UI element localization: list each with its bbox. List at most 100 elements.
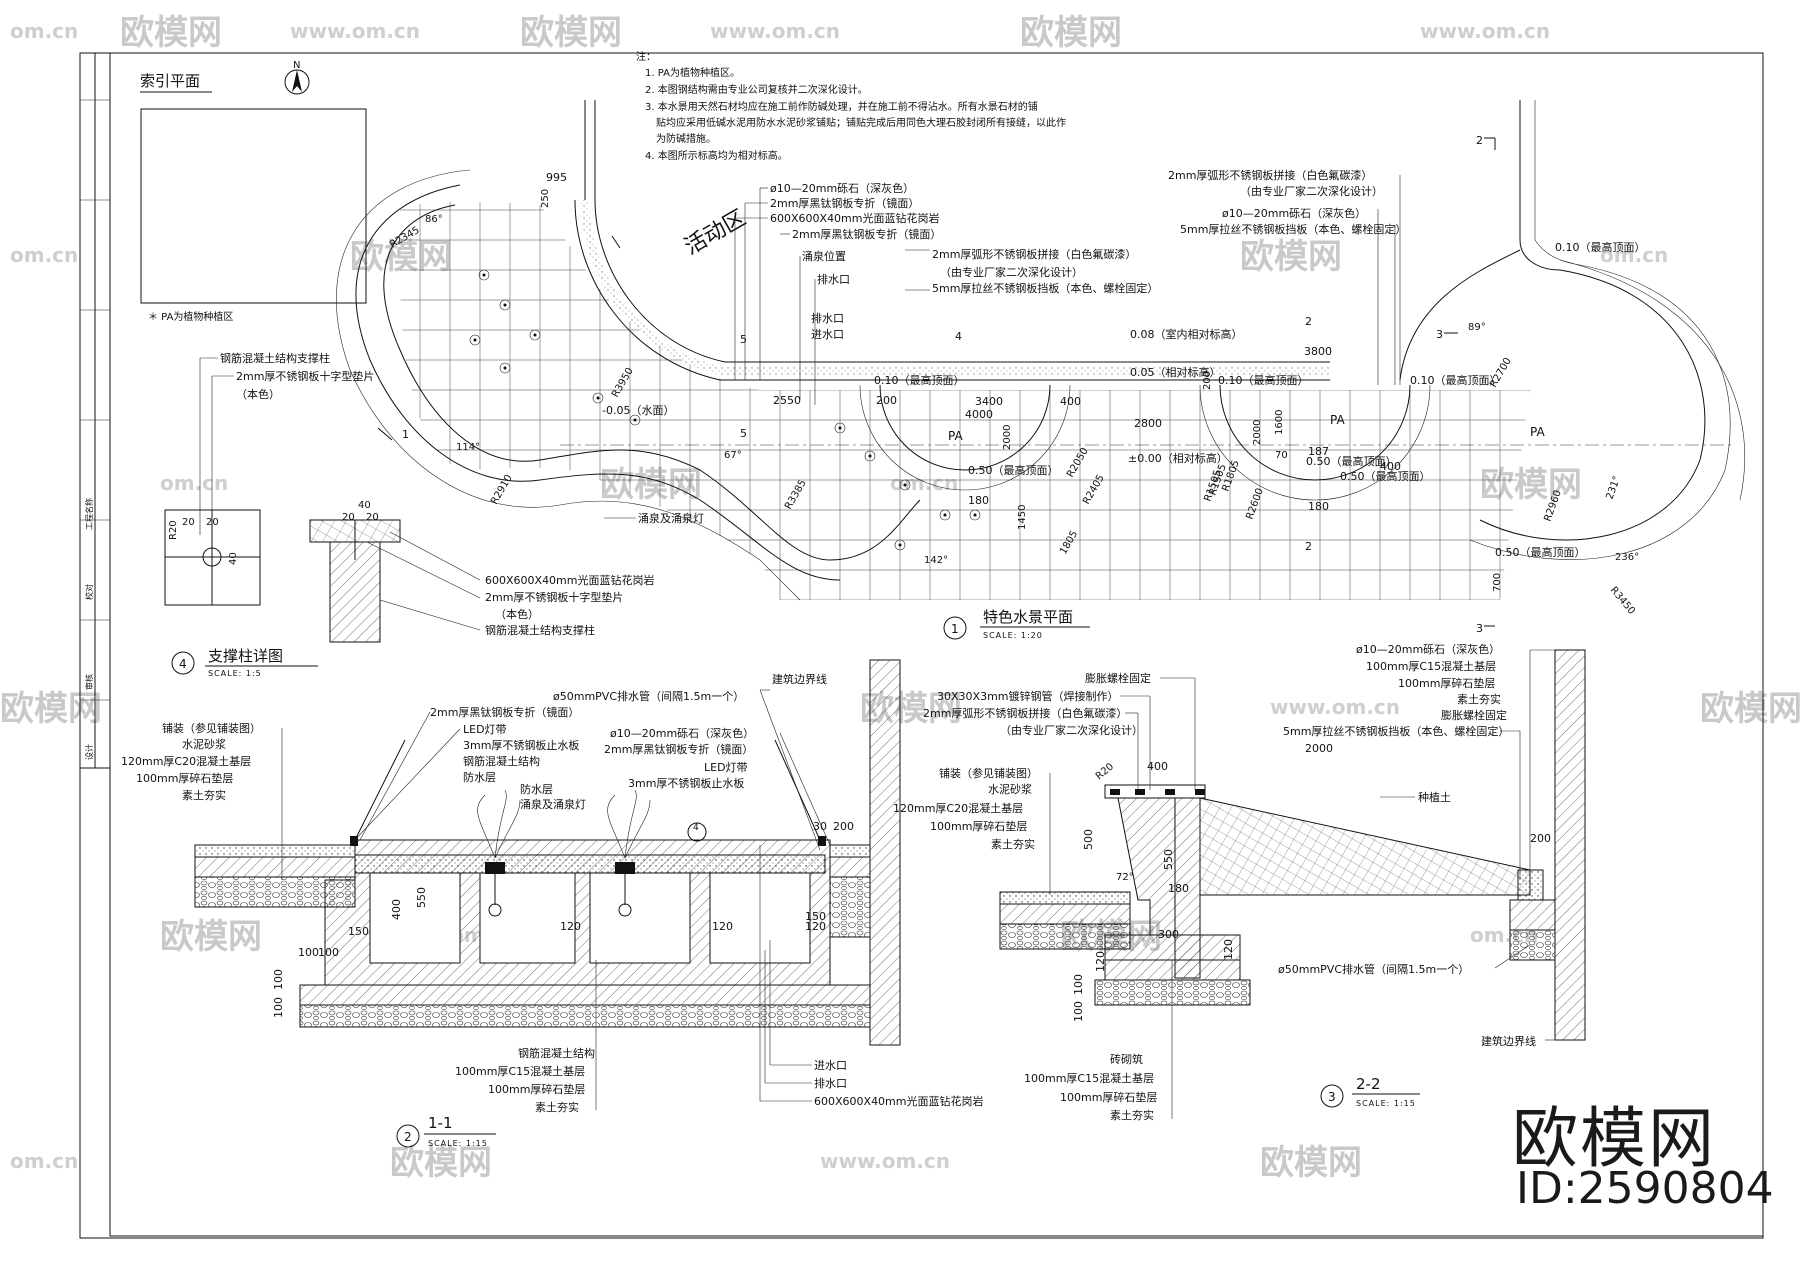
s1-dim: 120 bbox=[805, 920, 826, 933]
watermark-url: www.om.cn bbox=[820, 1149, 950, 1173]
watermark-url: om.cn bbox=[10, 1149, 78, 1173]
s1-left-label: 素土夯实 bbox=[182, 788, 226, 802]
notes-line-4: 贴均应采用低碱水泥用防水水泥砂浆铺贴；铺贴完成后用同色大理石胶封闭所有接缝，以此… bbox=[656, 116, 1066, 129]
plan-dim: 4000 bbox=[965, 408, 993, 421]
s2-right-label: 100mm厚碎石垫层 bbox=[1398, 676, 1495, 690]
svg-text:3: 3 bbox=[1436, 328, 1443, 341]
s1-bottom-label: 钢筋混凝土结构 bbox=[518, 1046, 595, 1060]
index-plan-title: 索引平面 bbox=[140, 72, 200, 90]
plan-level: 0.10（最高顶面） bbox=[1218, 373, 1309, 387]
pa-label: PA bbox=[948, 429, 963, 443]
s1-mid-labels: 防水层 涌泉及涌泉灯 ø50mmPVC排水管（间隔1.5m一个） ø10—20m… bbox=[520, 672, 831, 851]
title-block-design: 设计 bbox=[84, 744, 94, 760]
s2-dim: 100 bbox=[1072, 1001, 1085, 1022]
plan-label: 排水口 bbox=[817, 272, 850, 286]
s1-top-label: 防水层 bbox=[463, 770, 496, 784]
s1-dim: 100 bbox=[272, 997, 285, 1018]
plan-angle: 86° bbox=[425, 214, 443, 225]
plan-outline-left bbox=[383, 204, 921, 561]
plan-dims: 995 250 2550 200 3400 4000 3800 2800 160… bbox=[540, 171, 1503, 592]
s2-right-label: 膨胀螺栓固定 bbox=[1441, 708, 1507, 722]
watermark-url: www.om.cn bbox=[1270, 695, 1400, 719]
area-label: 活动区 bbox=[681, 206, 751, 261]
plan-level: -0.05（水面） bbox=[602, 404, 674, 417]
s2-scale: SCALE: 1:15 bbox=[1356, 1099, 1416, 1108]
watermark-url: om.cn bbox=[160, 471, 228, 495]
plan-level: 0.50（最高顶面） bbox=[1306, 454, 1397, 468]
s2-dim: 400 bbox=[1147, 760, 1168, 773]
plan-level: ±0.00（相对标高） bbox=[1128, 451, 1228, 465]
s1-chamber-2 bbox=[589, 872, 691, 964]
s1-chamber-1 bbox=[369, 872, 461, 964]
s2-dim: 180 bbox=[1168, 882, 1189, 895]
watermark-brand: 欧模网 bbox=[1240, 237, 1342, 277]
s1-dim: 550 bbox=[415, 887, 428, 908]
watermark-url: www.om.cn bbox=[290, 19, 420, 43]
s1-left-labels: 铺装（参见铺装图） 水泥砂浆 120mm厚C20混凝土基层 100mm厚碎石垫层… bbox=[121, 721, 283, 880]
s2-left-label: 水泥砂浆 bbox=[988, 782, 1032, 796]
general-notes: 注： 1. PA为植物种植区。 2. 本图钢结构需由专业公司复核并二次深化设计。… bbox=[636, 50, 1066, 162]
s2-top-label: 2mm厚弧形不锈钢板拼接（白色氟碳漆） bbox=[923, 706, 1127, 720]
s1-scale: SCALE: 1:15 bbox=[428, 1139, 488, 1148]
watermark-brand: 欧模网 bbox=[120, 13, 222, 53]
plan-title-block: 1 特色水景平面 SCALE: 1:20 bbox=[943, 608, 1090, 640]
svg-text:5: 5 bbox=[740, 333, 747, 346]
plan-dim: 250 bbox=[540, 189, 551, 208]
s2-bottom-labels: 砖砌筑 100mm厚C15混凝土基层 100mm厚碎石垫层 素土夯实 bbox=[1024, 960, 1173, 1122]
s2-top-labels: 膨胀螺栓固定 30X30X3mm镀锌钢管（焊接制作） 2mm厚弧形不锈钢板拼接（… bbox=[923, 671, 1196, 790]
index-plan-note: ＊ PA为植物种植区 bbox=[148, 310, 233, 323]
s1-mid-label: 防水层 bbox=[520, 782, 553, 796]
plan-dim: 1450 bbox=[1017, 505, 1028, 530]
s1-mid-label: 建筑边界线 bbox=[772, 672, 827, 686]
s2-dim: 2000 bbox=[1305, 742, 1333, 755]
s1-title: 1-1 bbox=[428, 1114, 453, 1132]
s2-right-label: 5mm厚拉丝不锈钢板挡板（本色、螺栓固定） bbox=[1283, 724, 1509, 738]
s1-bottom-label: 100mm厚C15混凝土基层 bbox=[455, 1064, 585, 1078]
plan-label: 进水口 bbox=[811, 328, 844, 341]
s1-mid-label: ø50mmPVC排水管（间隔1.5m一个） bbox=[553, 689, 744, 703]
s2-left-label: 100mm厚碎石垫层 bbox=[930, 819, 1027, 833]
plan-dim: 995 bbox=[546, 171, 567, 184]
s1-top-label: 钢筋混凝土结构 bbox=[463, 754, 540, 768]
plan-radius: R2700 bbox=[1488, 356, 1514, 390]
plan-dim: 180 bbox=[1308, 500, 1329, 513]
watermark-brand: 欧模网 bbox=[0, 689, 102, 729]
s1-paving bbox=[194, 844, 356, 858]
plan-level: 0.10（最高顶面） bbox=[1555, 240, 1646, 254]
s1-top-label: 3mm厚不锈钢板止水板 bbox=[463, 738, 579, 752]
svg-text:5: 5 bbox=[740, 427, 747, 440]
s1-bottom-label: 素土夯实 bbox=[535, 1100, 579, 1114]
s1-dim: 120 bbox=[712, 920, 733, 933]
watermark-brand: 欧模网 bbox=[390, 1143, 492, 1183]
plan-scale: SCALE: 1:20 bbox=[983, 631, 1043, 640]
s1-mid-label: ø10—20mm砾石（深灰色） bbox=[610, 726, 754, 740]
plan-dim: 2550 bbox=[773, 394, 801, 407]
s1-dim: 400 bbox=[390, 899, 403, 920]
plan-pool-2 bbox=[1219, 384, 1411, 481]
plan-label: 2mm厚弧形不锈钢板拼接（白色氟碳漆） bbox=[932, 247, 1136, 261]
plan-label: （由专业厂家二次深化设计） bbox=[940, 265, 1083, 279]
s2-bottom-label: 100mm厚C15混凝土基层 bbox=[1024, 1071, 1154, 1085]
watermark-brand: 欧模网 bbox=[1700, 689, 1800, 729]
support-dim: 20 bbox=[206, 517, 219, 528]
section-1-1: 铺装（参见铺装图） 水泥砂浆 120mm厚C20混凝土基层 100mm厚碎石垫层… bbox=[121, 659, 984, 1148]
plan-pool-1 bbox=[879, 384, 1051, 471]
index-plan-frame bbox=[140, 108, 367, 304]
s1-mid-label: 涌泉及涌泉灯 bbox=[520, 797, 586, 811]
plan-title-number-circle bbox=[943, 616, 967, 640]
plan-angle: 236° bbox=[1615, 552, 1639, 563]
notes-line-3: 3. 本水景用天然石材均应在施工前作防碱处理，并在施工前不得沾水。所有水景石材的… bbox=[645, 100, 1038, 113]
plan-right-leaders: 2mm厚弧形不锈钢板拼接（白色氟碳漆） （由专业厂家二次深化设计） ø10—20… bbox=[1168, 168, 1406, 385]
plan-dim: 200 bbox=[1202, 371, 1213, 390]
watermark-url: www.om.cn bbox=[1420, 19, 1550, 43]
support-detail: 钢筋混凝土结构支撑柱 2mm厚不锈钢板十字型垫片 （本色） 20 20 R20 … bbox=[164, 351, 655, 678]
s1-dim: 30 bbox=[813, 820, 827, 833]
s2-left-labels: 铺装（参见铺装图） 水泥砂浆 120mm厚C20混凝土基层 100mm厚碎石垫层… bbox=[893, 766, 1051, 895]
plan-angle: 142° bbox=[924, 555, 948, 566]
watermark-url: www.om.cn bbox=[710, 19, 840, 43]
support-title: 支撑柱详图 bbox=[208, 647, 283, 665]
plan-radius: R3450 bbox=[1608, 585, 1637, 617]
s2-right-label: 素土夯实 bbox=[1457, 692, 1501, 706]
